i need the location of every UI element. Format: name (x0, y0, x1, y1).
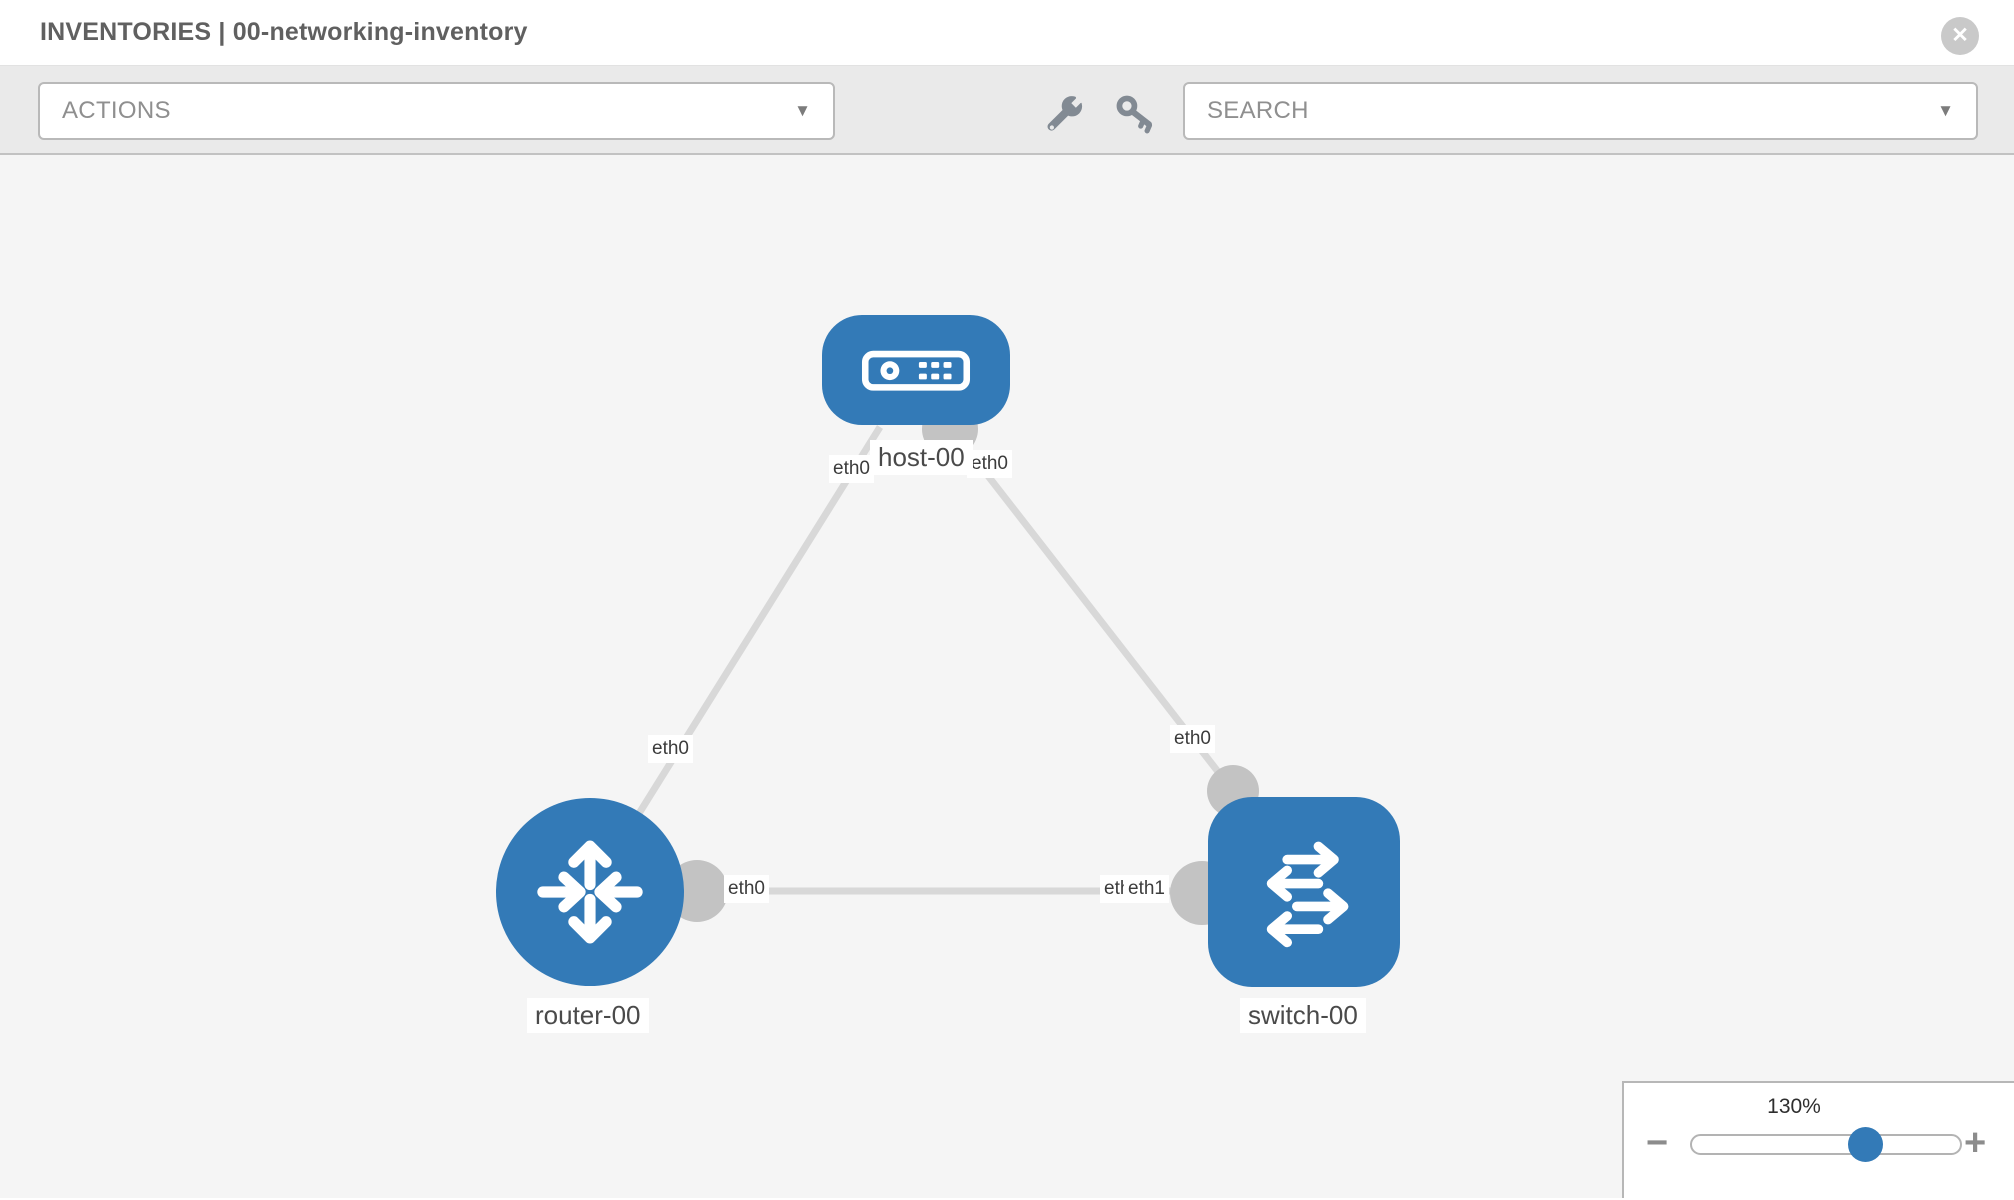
zoom-panel: 130% − + (1622, 1081, 2014, 1198)
topology-links-layer (587, 401, 1304, 925)
actions-dropdown-label: ACTIONS (62, 97, 171, 124)
chevron-down-icon: ▼ (794, 101, 811, 120)
close-button[interactable]: ✕ (1941, 17, 1979, 55)
window-header: INVENTORIES | 00-networking-inventory ✕ (0, 0, 2014, 66)
router-icon (537, 840, 643, 944)
node-host-00[interactable] (822, 315, 1010, 425)
key-button[interactable] (1112, 92, 1158, 138)
interface-label: eth0 (967, 450, 1012, 478)
wrench-icon (1047, 95, 1083, 131)
node-label-router-00: router-00 (527, 998, 649, 1033)
node-switch-00[interactable] (1208, 797, 1400, 987)
interface-label: eth0 (829, 455, 874, 483)
zoom-in-button[interactable]: + (1964, 1123, 1986, 1163)
node-label-host-00: host-00 (870, 440, 973, 475)
actions-dropdown[interactable]: ACTIONS ▼ (38, 82, 835, 140)
close-icon: ✕ (1951, 24, 1969, 47)
key-icon (1116, 95, 1153, 134)
plus-icon: + (1964, 1122, 1987, 1164)
search-dropdown[interactable]: SEARCH ▼ (1183, 82, 1978, 140)
interface-label: eth0 (724, 875, 769, 903)
host-icon (861, 350, 971, 391)
toolbar: ACTIONS ▼ SEARCH ▼ (0, 66, 2014, 155)
topology-canvas[interactable]: eth0 eth0 eth0 eth0 eth0 eth0 eth1 host-… (0, 155, 2014, 1198)
node-label-switch-00: switch-00 (1240, 998, 1366, 1033)
interface-label: eth0 (648, 735, 693, 763)
search-dropdown-label: SEARCH (1207, 97, 1309, 124)
interface-label: eth0 (1170, 725, 1215, 753)
zoom-slider-track[interactable] (1690, 1127, 1962, 1162)
page-title: INVENTORIES | 00-networking-inventory (40, 18, 528, 46)
chevron-down-icon: ▼ (1937, 101, 1954, 120)
interface-label: eth1 (1124, 875, 1169, 903)
wrench-button[interactable] (1042, 92, 1088, 138)
switch-icon (1266, 841, 1349, 948)
minus-icon: − (1646, 1122, 1669, 1164)
zoom-level-value: 130% (1767, 1095, 1821, 1118)
node-router-00[interactable] (496, 798, 684, 986)
zoom-slider-thumb[interactable] (1848, 1127, 1883, 1162)
zoom-out-button[interactable]: − (1646, 1123, 1668, 1163)
